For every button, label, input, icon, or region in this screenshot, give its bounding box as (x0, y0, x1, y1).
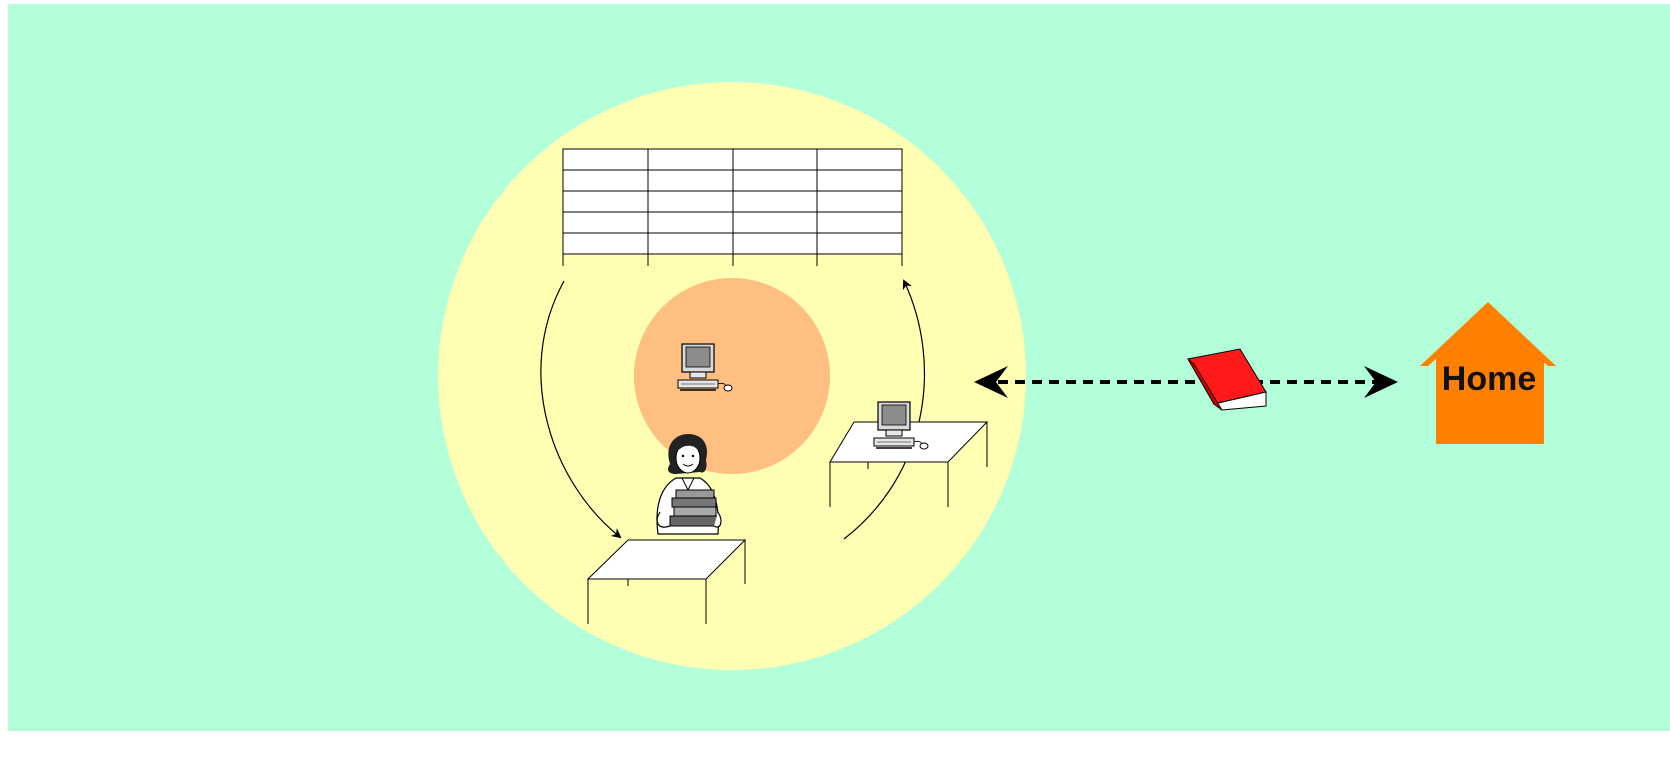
bookshelf-icon (563, 149, 902, 266)
diagram-canvas: Home (8, 4, 1670, 731)
catalog-zone (634, 278, 830, 474)
home-label: Home (1442, 360, 1536, 398)
library-diagram: Home (8, 4, 1670, 731)
